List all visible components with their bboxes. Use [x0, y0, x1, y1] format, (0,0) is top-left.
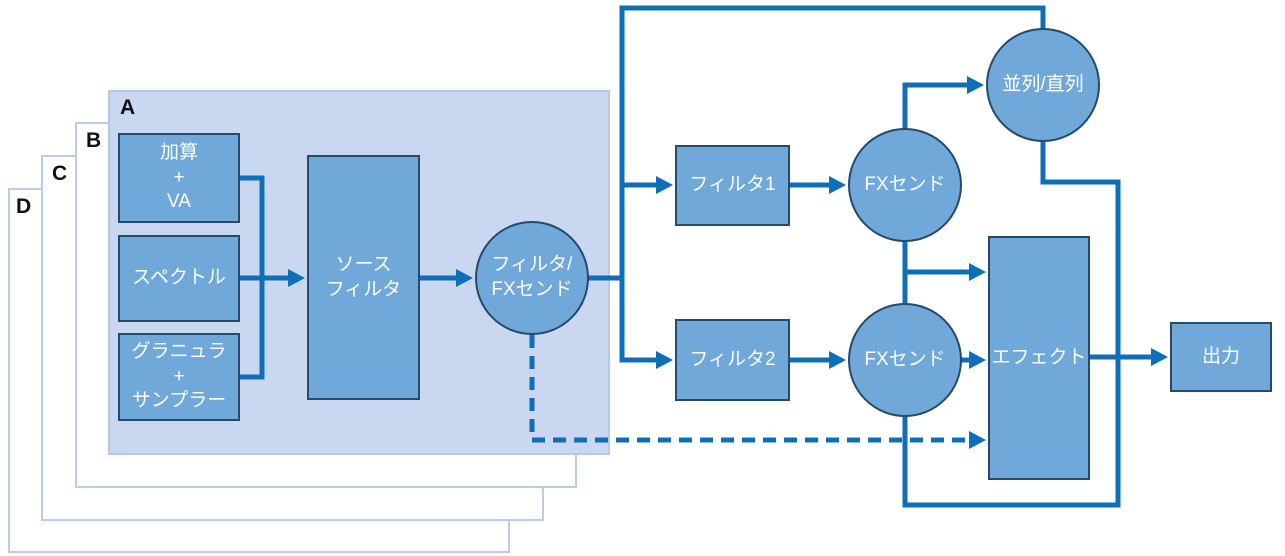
node-text-line: FXセンド	[491, 279, 573, 300]
layer-label-d: D	[16, 195, 32, 218]
node-granular-sampler: グラニュラ + サンプラー	[118, 333, 240, 421]
node-text-line: 加算	[159, 141, 198, 163]
node-text-line: スペクトル	[132, 267, 226, 289]
node-text-line: フィルタ/	[491, 254, 573, 276]
node-text-line: サンプラー	[131, 390, 227, 412]
node-filter1: フィルタ1	[675, 145, 790, 226]
node-text-line: ソース	[335, 253, 392, 275]
node-text-line: VA	[167, 191, 191, 213]
node-text-line: グラニュラ	[131, 340, 227, 362]
node-text-line: FXセンド	[864, 173, 946, 195]
edge-filter-fx-send-trunk-and-top-bypass	[586, 5, 1046, 363]
node-text-line: フィルタ1	[689, 174, 776, 196]
node-fx-send-2: FXセンド	[848, 303, 962, 417]
layer-label-c: C	[52, 162, 68, 185]
node-filter-fx-send: フィルタ/ FXセンド	[475, 221, 589, 335]
node-spectral: スペクトル	[118, 235, 240, 322]
node-effects: エフェクト	[988, 236, 1090, 480]
edge-filter1-to-fx-send-1	[787, 176, 846, 194]
node-text-line: フィルタ	[325, 278, 402, 300]
node-filter2: フィルタ2	[675, 319, 790, 401]
node-output: 出力	[1170, 322, 1272, 392]
edge-fx-send-1-to-parallel-serial	[902, 76, 984, 133]
node-text-line: FXセンド	[864, 348, 946, 370]
edge-filter-fx-send-to-filter1	[619, 176, 673, 194]
node-text-line: 出力	[1201, 345, 1240, 367]
node-parallel-serial: 並列/直列	[986, 28, 1100, 142]
node-fx-send-1: FXセンド	[848, 128, 962, 242]
layer-label-b: B	[86, 129, 102, 152]
edge-effects-to-output	[1087, 348, 1168, 366]
node-source-filter: ソース フィルタ	[307, 155, 420, 400]
node-text-line: +	[173, 166, 185, 188]
edge-fx-send-2-to-effects	[959, 351, 986, 369]
node-text-line: フィルタ2	[689, 348, 776, 370]
node-text-line: 並列/直列	[1002, 73, 1084, 95]
node-additive-va: 加算 + VA	[118, 133, 240, 223]
node-text-line: +	[173, 365, 185, 387]
edge-filter-fx-send-to-filter2	[619, 351, 673, 369]
layer-label-a: A	[120, 96, 136, 119]
edge-filter2-to-fx-send-2	[787, 351, 846, 369]
edge-fx-sends-junction-to-effects	[902, 237, 986, 308]
node-text-line: エフェクト	[991, 346, 1087, 368]
